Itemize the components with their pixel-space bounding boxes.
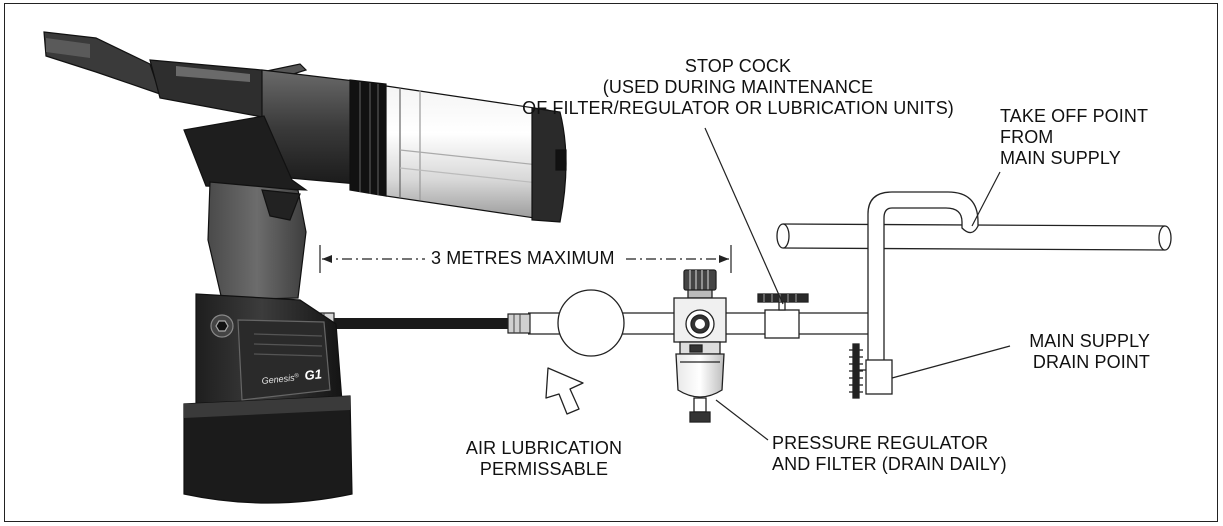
leader-lines <box>704 127 1011 441</box>
stop-cock <box>757 293 809 339</box>
lubrication-arrow <box>545 367 584 415</box>
distance-label: 3 METRES MAXIMUM <box>428 248 618 269</box>
riveting-tool <box>43 31 567 504</box>
pressure-regulator-filter <box>673 269 727 423</box>
air-lubrication-point <box>557 289 625 357</box>
main-supply-drain <box>849 343 893 399</box>
distance-dimension <box>319 245 732 273</box>
tool-brand-label: Genesis® <box>261 372 300 386</box>
diagram-frame <box>4 3 1218 522</box>
main-supply-drain-label: MAIN SUPPLY DRAIN POINT <box>1029 331 1150 372</box>
stop-cock-label: STOP COCK (USED DURING MAINTENANCE OF FI… <box>522 56 954 118</box>
take-off-gooseneck <box>867 191 979 360</box>
pressure-regulator-label: PRESSURE REGULATOR AND FILTER (DRAIN DAI… <box>772 433 1007 474</box>
tool-model-label: G1 <box>304 366 323 383</box>
take-off-point-label: TAKE OFF POINT FROM MAIN SUPPLY <box>1000 106 1149 168</box>
air-lubrication-label: AIR LUBRICATION PERMISSABLE <box>465 438 623 479</box>
